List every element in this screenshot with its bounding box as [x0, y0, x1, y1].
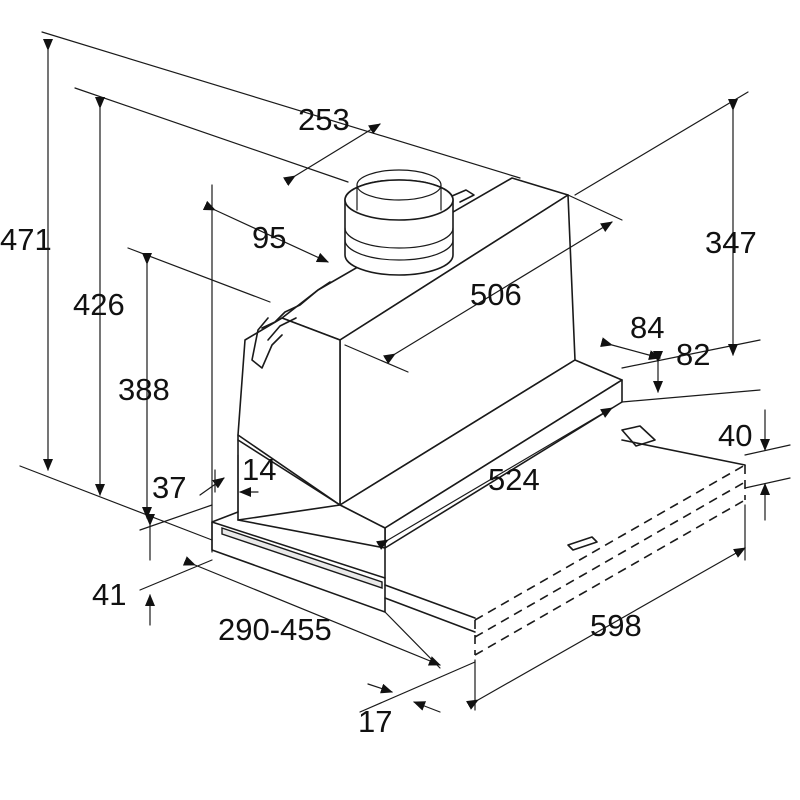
dim-40-label: 40: [718, 418, 752, 453]
hood-body: [211, 169, 746, 656]
dimension-41: 41: [92, 514, 155, 626]
dimension-37: 37: [152, 470, 225, 505]
mounting-bracket: [251, 189, 475, 369]
dimension-253: 253: [283, 102, 381, 187]
dimension-388: 388: [118, 253, 170, 519]
dim-95-label: 95: [252, 220, 286, 255]
dimension-347: 347: [705, 99, 757, 356]
dim-41-label: 41: [92, 577, 126, 612]
dimension-14: 14: [214, 452, 276, 497]
dim-388-label: 388: [118, 372, 170, 407]
dim-598-label: 598: [590, 608, 642, 643]
dimension-40: 40: [718, 409, 770, 521]
hood-lower-edge: [237, 439, 341, 506]
dim-524-label: 524: [488, 462, 540, 497]
dimension-84: 84: [600, 310, 664, 360]
switch-panel: [567, 536, 598, 551]
dimension-471: 471: [0, 39, 53, 471]
handle-clip: [621, 425, 656, 447]
dimension-290-455: 290-455: [182, 556, 441, 666]
dimension-17: 17: [358, 683, 441, 739]
dim-14-label: 14: [242, 452, 276, 487]
dim-82-label: 82: [676, 337, 710, 372]
dim-471-label: 471: [0, 222, 52, 257]
dim-290-455-label: 290-455: [218, 612, 332, 647]
duct-collar: [344, 169, 454, 276]
dimension-598: 598: [465, 547, 746, 710]
dim-506-label: 506: [470, 277, 522, 312]
dim-253-label: 253: [298, 102, 350, 137]
dimension-426: 426: [73, 97, 125, 496]
dim-426-label: 426: [73, 287, 125, 322]
dim-17-label: 17: [358, 704, 392, 739]
dim-37-label: 37: [152, 470, 186, 505]
dimension-82: 82: [653, 337, 710, 393]
dim-84-label: 84: [630, 310, 664, 345]
dim-347-label: 347: [705, 225, 757, 260]
dimension-506: 506: [344, 221, 613, 373]
dimension-95: 95: [202, 200, 329, 263]
dimension-524: 524: [375, 407, 613, 550]
